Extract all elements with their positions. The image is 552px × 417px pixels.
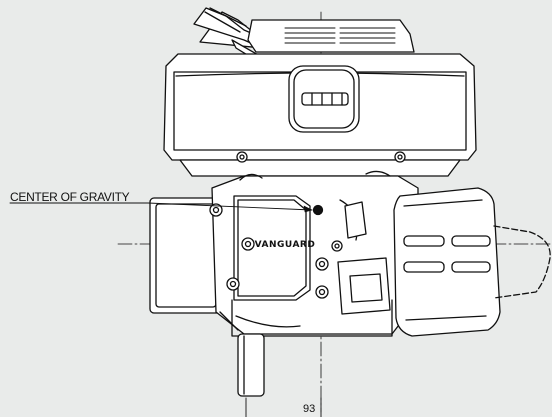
center-of-gravity-label: CENTER OF GRAVITY [10, 190, 130, 204]
muffler [393, 187, 501, 337]
fuel-vent-slots [284, 27, 396, 44]
cog-leader-arrow [147, 202, 313, 211]
engine-block [211, 170, 419, 337]
exhaust-deflector [493, 225, 551, 299]
carburetor [235, 201, 391, 328]
tank-flange [179, 151, 461, 177]
fuel-cap [288, 65, 360, 133]
dimension-label: 93 [303, 403, 316, 415]
brand-text: VANGUARD [255, 240, 316, 250]
center-of-gravity-marker [312, 204, 324, 216]
left-cylinder [149, 197, 223, 314]
crankshaft [237, 333, 265, 397]
cog-arrowhead [303, 205, 313, 213]
